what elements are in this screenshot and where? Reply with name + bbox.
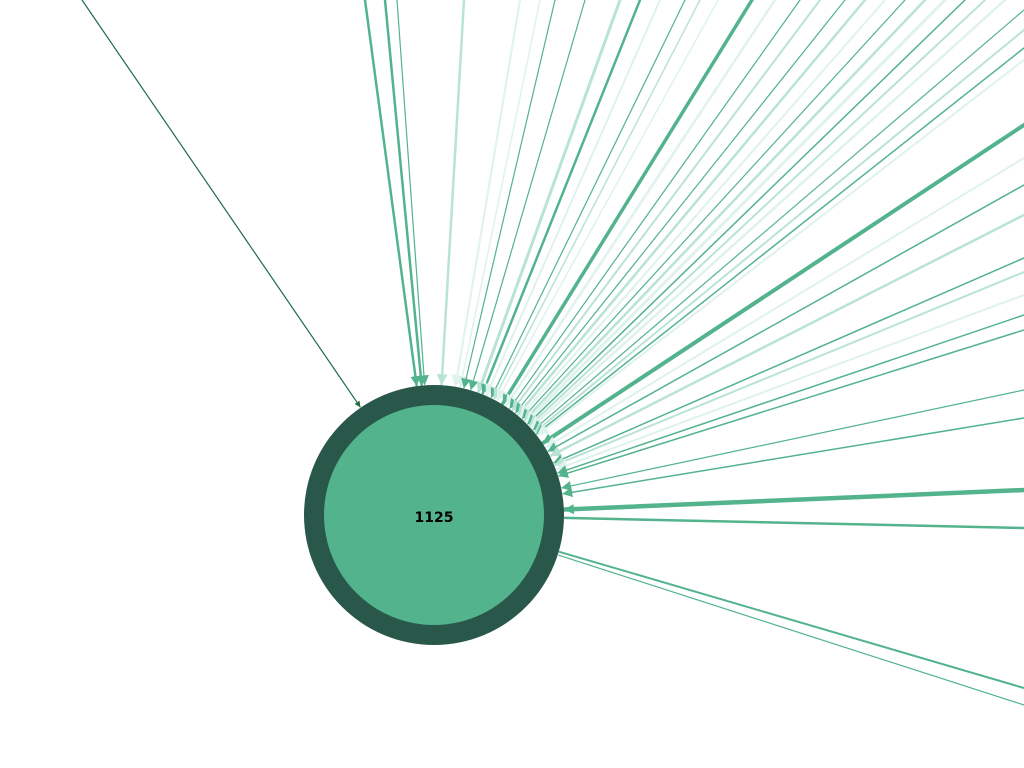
graph-node[interactable]: 1125 <box>304 385 564 645</box>
edge-3 <box>383 0 426 386</box>
edge-42 <box>561 389 1024 491</box>
edge-5 <box>436 0 466 386</box>
edge-7 <box>456 0 541 388</box>
edge-24 <box>523 0 927 422</box>
edge-26 <box>527 0 966 425</box>
edge-13 <box>490 0 686 399</box>
edge-9 <box>468 0 586 391</box>
edge-47 <box>558 554 1024 706</box>
edge-23 <box>521 0 906 420</box>
edge-32 <box>536 59 1024 436</box>
edge-38 <box>554 271 1024 467</box>
edge-43 <box>562 417 1024 498</box>
edge-31 <box>535 47 1024 435</box>
edge-25 <box>524 0 947 424</box>
edge-41 <box>558 329 1024 478</box>
edge-29 <box>532 9 1024 431</box>
edge-35 <box>547 184 1024 452</box>
node-label: 1125 <box>415 510 454 526</box>
edge-19 <box>511 0 821 412</box>
edge-10 <box>476 0 622 394</box>
edge-4 <box>396 0 429 386</box>
edge-2 <box>363 0 421 387</box>
edge-36 <box>549 213 1024 457</box>
edge-6 <box>451 0 521 387</box>
edge-17 <box>505 0 777 408</box>
edge-44 <box>562 487 1024 515</box>
edge-30 <box>534 29 1024 433</box>
edge-45 <box>563 516 1024 530</box>
edge-group <box>81 0 1024 706</box>
node-fill <box>324 405 544 625</box>
edge-40 <box>557 314 1024 475</box>
edge-27 <box>528 0 986 427</box>
edge-34 <box>545 157 1024 449</box>
edge-20 <box>515 0 846 414</box>
edge-21 <box>516 0 867 416</box>
edge-8 <box>461 0 556 389</box>
edge-14 <box>493 0 701 400</box>
edge-15 <box>496 0 719 402</box>
edge-18 <box>509 0 801 410</box>
edge-16 <box>501 0 754 406</box>
edge-46 <box>558 550 1024 689</box>
edge-37 <box>553 257 1024 464</box>
edge-33 <box>541 123 1024 445</box>
edge-12 <box>485 0 661 397</box>
edge-11 <box>481 0 642 395</box>
edge-28 <box>530 0 1007 429</box>
edge-1 <box>81 0 361 408</box>
edge-39 <box>555 294 1024 472</box>
edge-22 <box>519 0 886 418</box>
